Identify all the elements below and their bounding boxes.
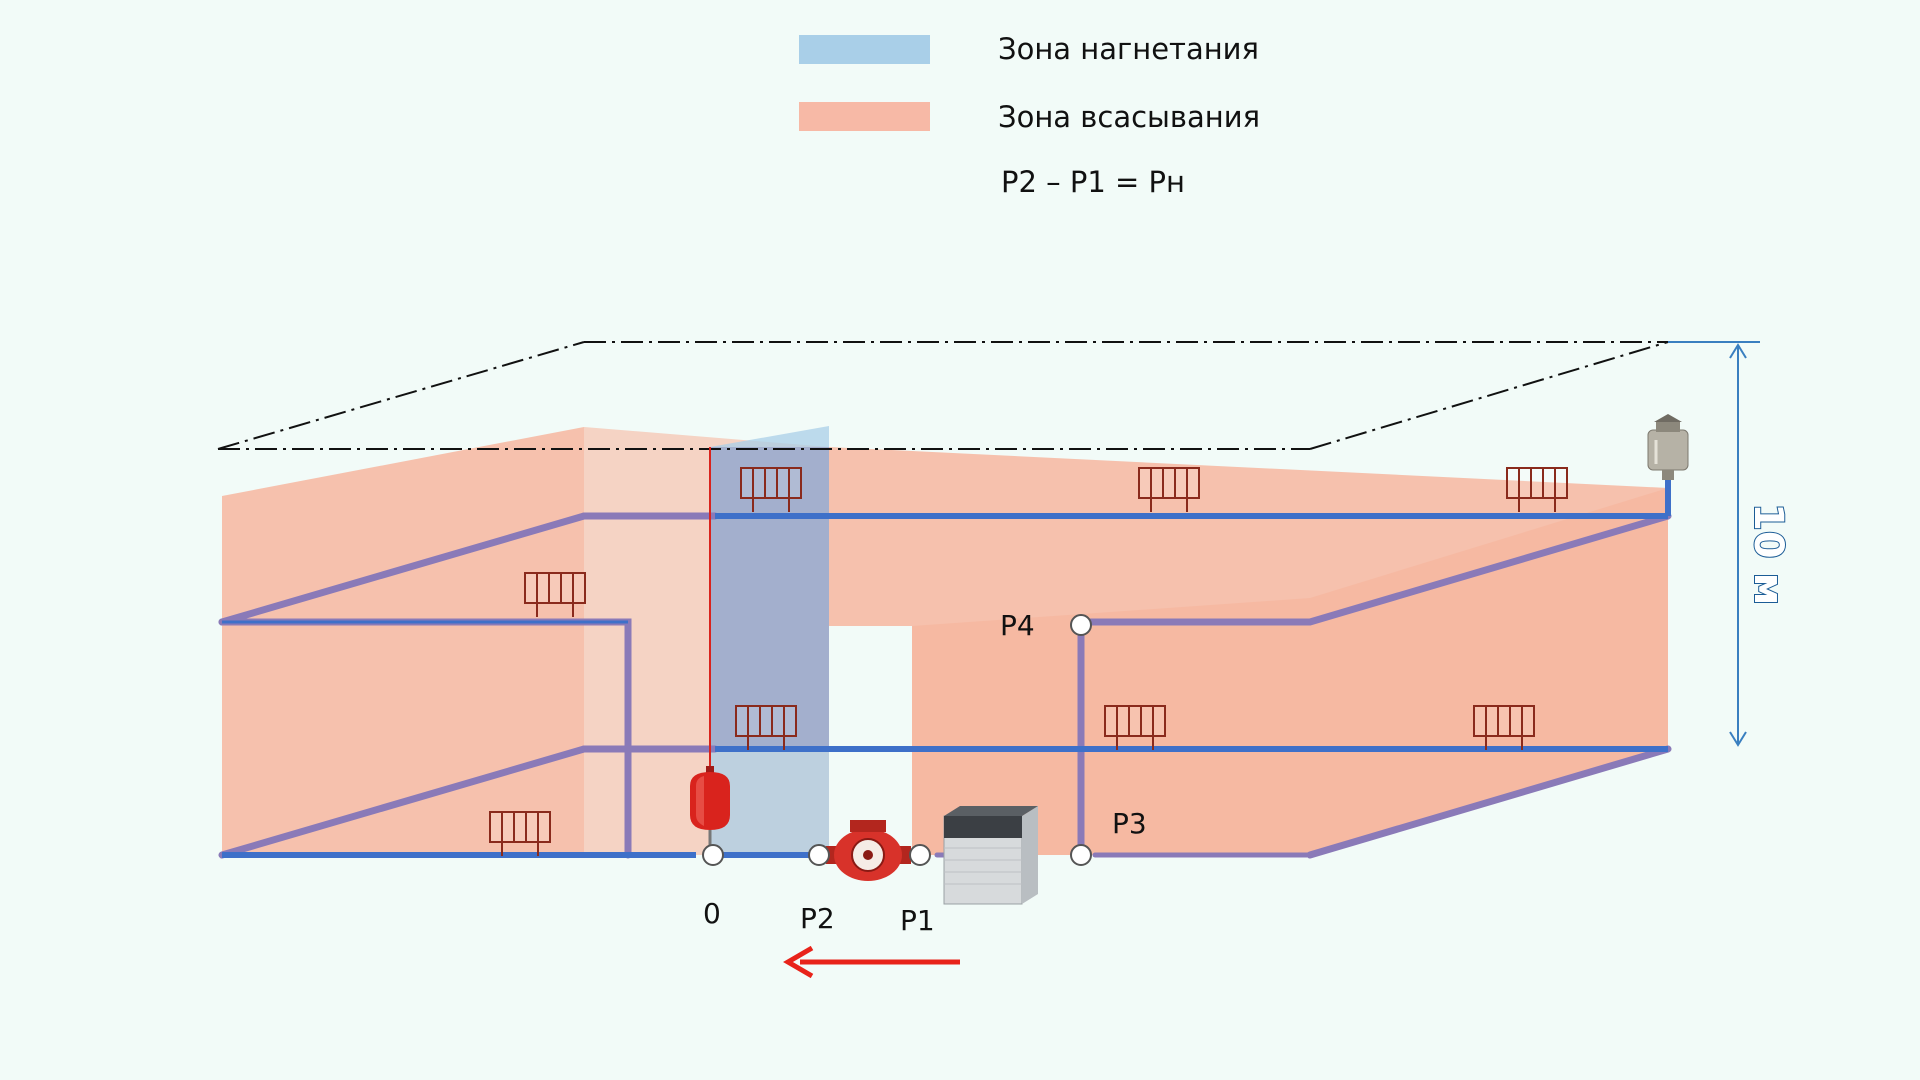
radiators [489, 467, 1568, 856]
radiator-icon [1104, 705, 1166, 750]
node-p1 [909, 844, 931, 866]
flow-arrow [783, 945, 960, 979]
radiator-icon [1506, 467, 1568, 512]
radiator-icon [1138, 467, 1200, 512]
node-p4 [1070, 614, 1092, 636]
radiator-icon [489, 811, 551, 856]
legend-swatch-discharge [799, 35, 930, 64]
boiler-icon [943, 806, 1038, 905]
measurement-nodes [702, 614, 1092, 866]
circulation-pump-icon [826, 820, 911, 881]
height-dimension [1668, 341, 1760, 747]
node-p2 [808, 844, 830, 866]
label-p4: P4 [1000, 609, 1035, 642]
radiator-icon [740, 467, 802, 512]
height-label: 10 м [1745, 503, 1791, 605]
legend-label-discharge: Зона нагнетания [998, 32, 1259, 66]
legend-label-suction: Зона всасывания [998, 100, 1261, 134]
label-zero: 0 [703, 897, 721, 930]
expansion-tank-icon [690, 766, 730, 850]
label-p2: P2 [800, 902, 835, 935]
pressure-formula: P2 – P1 = Pн [1001, 165, 1185, 199]
node-p3 [1070, 844, 1092, 866]
legend-swatch-suction [799, 102, 930, 131]
label-p1: P1 [900, 904, 935, 937]
roof-outline [217, 341, 1669, 450]
node-zero [702, 844, 724, 866]
label-p3: P3 [1112, 807, 1147, 840]
air-vent-icon [1647, 414, 1689, 480]
radiator-icon [1473, 705, 1535, 750]
radiator-icon [735, 705, 797, 750]
radiator-icon [524, 572, 586, 617]
pipes-blue [222, 470, 1671, 858]
